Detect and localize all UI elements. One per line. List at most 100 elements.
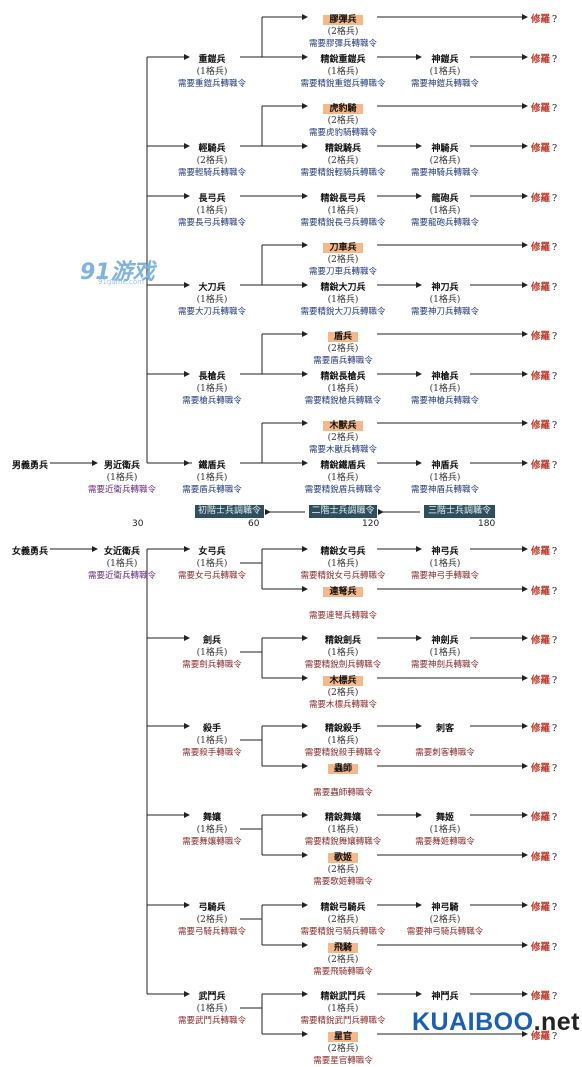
male-god-end-1-text: 修羅 [531,143,551,154]
female-elite-5-requirement: 需要精銳武鬥兵轉職令 [300,1016,386,1026]
arrow-head [416,723,422,729]
site-logo: 91游戏 91game.com [80,254,155,286]
female-t2-1: 劍兵(1格兵)需要劍兵轉職令 [142,632,282,671]
female-elite-0-requirement: 需要精銳女弓兵轉職令 [300,571,386,581]
arrow-head [302,812,308,818]
female-guard-requirement: 需要近衛兵轉職令 [87,571,156,581]
male-upper-3-slots: (2格兵) [327,255,359,265]
male-god-2: 龍砲兵(1格兵)需要龍砲兵轉職令 [375,190,515,229]
male-god-end-2: 修羅? [531,190,557,204]
female-lower-0-requirement: 需要連弩兵轉職令 [308,611,377,621]
male-elite-5-slots: (1格兵) [327,473,359,483]
female-lower-0-slots [273,598,413,610]
male-guard-slots: (1格兵) [106,473,138,483]
male-guard: 男近衛兵(1格兵)需要近衛兵轉職令 [52,457,192,496]
male-god-1-name: 神騎兵 [431,144,459,154]
arrow-head [302,371,308,377]
stage-order-1: 二階士兵調職令 [309,505,377,518]
male-upper-3-name: 刀車兵 [323,243,363,253]
female-god-end-2-mark: ? [552,723,558,734]
male-upper-end-4-mark: ? [552,331,558,342]
male-upper-0-name: 膠彈兵 [323,15,363,25]
male-t2-1-name: 輕騎兵 [198,144,226,154]
male-god-4-requirement: 需要神槍兵轉職令 [410,396,479,406]
arrow-head [522,763,528,769]
arrow-head [302,14,308,20]
arrow-head [184,723,190,729]
female-lower-4-requirement: 需要飛騎轉職令 [313,967,373,977]
female-god-1-name: 神劍兵 [431,636,459,646]
female-lower-end-3: 修羅? [531,849,557,863]
stage-order-2: 三階士兵調職令 [424,505,495,518]
male-god-1-requirement: 需要神騎兵轉職令 [410,168,479,178]
female-elite-2-slots: (1格兵) [327,736,359,746]
male-god-end-4: 修羅? [531,368,557,382]
female-lower-1-name: 木標兵 [323,676,363,686]
female-root-name: 女義勇兵 [11,547,48,557]
female-lower-end-4: 修羅? [531,939,557,953]
male-t2-0-requirement: 需要重鎧兵轉職令 [177,79,246,89]
arrow-head [302,723,308,729]
male-guard-name: 男近衛兵 [103,461,140,471]
male-elite-0-requirement: 需要精銳重鎧兵轉職令 [300,79,386,89]
arrow-head [522,193,528,199]
female-god-end-5-mark: ? [552,991,558,1002]
male-t2-5: 鐵盾兵(1格兵)需要盾兵轉職令 [142,457,282,496]
male-t2-2: 長弓兵(1格兵)需要長弓兵轉職令 [142,190,282,229]
male-god-3-requirement: 需要神刀兵轉職令 [410,307,479,317]
arrow-head [302,991,308,997]
male-elite-0: 精銳重鎧兵(1格兵)需要精銳重鎧兵轉職令 [273,51,413,90]
female-lower-1-slots: (2格兵) [327,688,359,698]
male-t2-5-name: 鐵盾兵 [198,461,226,471]
male-upper-4-requirement: 需要盾兵轉職令 [313,356,373,366]
arrow-head [302,460,308,466]
female-god-0-requirement: 需要神弓手轉職令 [410,571,479,581]
male-god-0-requirement: 需要神鎧兵轉職令 [410,79,479,89]
male-upper-end-5-text: 修羅 [531,420,551,431]
arrow-head [302,143,308,149]
male-t2-2-requirement: 需要長弓兵轉職令 [177,218,246,228]
arrow-head [92,546,98,552]
female-lower-end-5-text: 修羅 [531,1031,551,1042]
female-lower-end-0-mark: ? [552,586,558,597]
female-lower-end-5-mark: ? [552,1031,558,1042]
female-t2-2-requirement: 需要殺手轉職令 [182,748,242,758]
male-elite-3-requirement: 需要精銳大刀兵轉職令 [300,307,386,317]
arrow-head [522,331,528,337]
female-t2-4: 弓騎兵(2格兵)需要弓騎兵轉職令 [142,899,282,938]
male-t2-0-name: 重鎧兵 [198,55,226,65]
arrow-head [184,193,190,199]
arrow-head [302,282,308,288]
male-upper-end-3-text: 修羅 [531,242,551,253]
arrow-head [302,193,308,199]
arrow-head [92,460,98,466]
male-god-end-1: 修羅? [531,140,557,154]
male-god-5-slots: (1格兵) [429,473,461,483]
male-elite-3-name: 精銳大刀兵 [320,283,366,293]
arrow-head [416,371,422,377]
arrow-head [184,902,190,908]
female-god-end-5-text: 修羅 [531,991,551,1002]
male-t2-0: 重鎧兵(1格兵)需要重鎧兵轉職令 [142,51,282,90]
female-t2-2-slots: (1格兵) [196,736,228,746]
male-upper-end-0-text: 修羅 [531,14,551,25]
female-t2-0-requirement: 需要女弓兵轉職令 [177,571,246,581]
female-t2-4-slots: (2格兵) [196,915,228,925]
male-upper-end-1: 修羅? [531,100,557,114]
arrow-head [302,242,308,248]
male-god-5: 神盾兵(1格兵)需要神盾兵轉職令 [375,457,515,496]
female-elite-0: 精銳女弓兵(1格兵)需要精銳女弓兵轉職令 [273,543,413,582]
male-upper-3: 刀車兵(2格兵)需要刀車兵轉職令 [273,239,413,278]
female-elite-4-name: 精銳弓騎兵 [320,903,366,913]
female-t2-2-name: 殺手 [202,724,221,734]
arrow-head [522,54,528,60]
arrow-head [302,420,308,426]
male-upper-1-requirement: 需要虎豹騎轉職令 [308,128,377,138]
male-god-end-1-mark: ? [552,143,558,154]
female-lower-0: 連弩兵需要連弩兵轉職令 [273,583,413,622]
female-t2-0-slots: (1格兵) [196,559,228,569]
arrow-head [522,675,528,681]
male-god-end-4-mark: ? [552,371,558,382]
female-root: 女義勇兵 [0,543,60,558]
